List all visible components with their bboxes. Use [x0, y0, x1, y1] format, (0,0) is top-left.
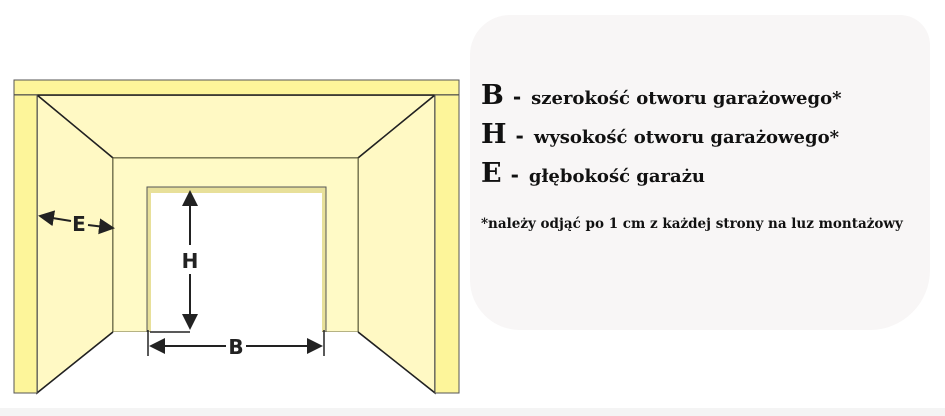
legend-background — [470, 15, 930, 330]
legend-item-width: B - szerokość otworu garażowego* — [481, 80, 842, 119]
top-beam — [13, 79, 460, 96]
legend-text: wysokość otworu garażowego* — [533, 127, 839, 148]
legend-dash: - — [510, 163, 519, 187]
legend-key: H — [481, 119, 507, 150]
width-dimension: B — [147, 330, 325, 359]
legend-text: głębokość garażu — [528, 166, 706, 187]
door-opening — [151, 193, 322, 333]
legend-dash: - — [512, 85, 522, 109]
bottom-strip — [0, 408, 945, 416]
width-label: B — [228, 335, 243, 359]
height-label: H — [182, 249, 199, 273]
depth-label: E — [72, 212, 86, 236]
left-pillar — [13, 94, 38, 394]
height-dimension: H — [150, 190, 199, 333]
depth-dimension: E — [38, 210, 115, 236]
legend-key: E — [481, 158, 502, 189]
legend-key: B — [481, 80, 504, 111]
legend-item-height: H - wysokość otworu garażowego* — [481, 119, 842, 158]
right-pillar — [434, 94, 460, 394]
legend: B - szerokość otworu garażowego* H - wys… — [481, 80, 842, 197]
footnote: *należy odjąć po 1 cm z każdej strony na… — [481, 216, 903, 232]
legend-text: szerokość otworu garażowego* — [531, 88, 842, 109]
legend-item-depth: E - głębokość garażu — [481, 158, 842, 197]
floor — [37, 332, 435, 393]
garage-diagram: H B E — [13, 79, 460, 395]
legend-dash: - — [515, 124, 524, 148]
